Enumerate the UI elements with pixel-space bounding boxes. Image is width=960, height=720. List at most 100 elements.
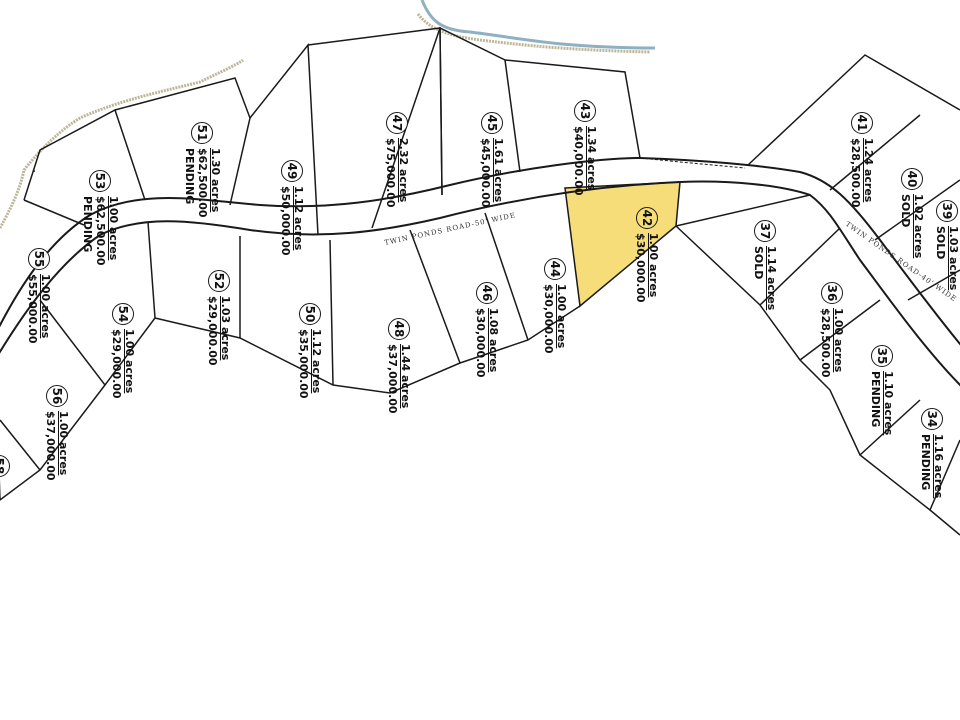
lot-40-line1: 1.02 acres: [912, 194, 925, 259]
lot-42-number: 42: [636, 207, 658, 229]
lot-46-line1: 1.08 acres: [487, 308, 500, 373]
lot-58-label[interactable]: 58: [0, 455, 10, 481]
lot-56-label[interactable]: 56 1.00 acres$37,000.00: [44, 385, 70, 481]
lot-45-line2: $45,000.00: [479, 138, 492, 208]
lot-45-details: 1.61 acres$45,000.00: [479, 138, 505, 208]
lot-39-number: 39: [936, 200, 958, 222]
lot-51-line1: 1.30 acres: [209, 148, 222, 213]
lot-36-details: 1.00 acres$28,500.00: [819, 308, 845, 378]
lot-48-details: 1.44 acres$37,000.00: [386, 344, 412, 414]
lot-47-label[interactable]: 47 2.32 acres$75,000.00: [384, 112, 410, 208]
lot-44-label[interactable]: 44 1.00 acres$30,000.00: [542, 258, 568, 354]
lot-53-line2: $62,500.00: [94, 196, 107, 266]
lot-58-number: 58: [0, 455, 10, 477]
lot-43-line1: 1.34 acres: [585, 126, 598, 191]
road-label-left: TWIN PONDS ROAD-50' WIDE: [384, 211, 517, 247]
lot-52-number: 52: [208, 270, 230, 292]
pond-shoreline: [420, 0, 656, 50]
lot-45-number: 45: [481, 112, 503, 134]
lot-44-line2: $30,000.00: [542, 284, 555, 354]
lot-45-line1: 1.61 acres: [492, 138, 505, 203]
lot-41-details: 1.24 acres$28,500.00: [849, 138, 875, 208]
lot-36-line2: $28,500.00: [819, 308, 832, 378]
lot-35-line2: PENDING: [869, 371, 882, 428]
lot-40-number: 40: [901, 168, 923, 190]
lot-55-label[interactable]: 55 1.00 acres$55,000.00: [26, 248, 52, 344]
lot-45-label[interactable]: 45 1.61 acres$45,000.00: [479, 112, 505, 208]
lot-47-line2: $75,000.00: [384, 138, 397, 208]
lot-51-number: 51: [191, 122, 214, 144]
lot-34-line1: 1.16 acres: [932, 434, 945, 499]
lot-47-details: 2.32 acres$75,000.00: [384, 138, 410, 208]
lot-53-number: 53: [89, 170, 112, 192]
lot-35-number: 35: [871, 345, 893, 367]
lot-52-line2: $29,000.00: [206, 296, 219, 366]
lot-47-number: 47: [386, 112, 408, 134]
lot-49-line1: 1.12 acres: [292, 186, 305, 251]
lot-53-line1: 1.00 acres: [107, 196, 120, 261]
lot-50-line1: 1.12 acres: [310, 329, 323, 394]
lot-51-line2: $62,500.00: [196, 148, 209, 218]
lot-36-number: 36: [821, 282, 843, 304]
road-edge-lower: [0, 180, 960, 387]
lot-43-details: 1.34 acres$40,000.00: [572, 126, 598, 196]
lot-37-line1: 1.14 acres: [765, 246, 778, 311]
lot-48-line2: $37,000.00: [386, 344, 399, 414]
lot-41-number: 41: [851, 112, 873, 134]
lot-50-number: 50: [299, 303, 321, 325]
lot-41-line1: 1.24 acres: [862, 138, 875, 203]
lot-50-label[interactable]: 50 1.12 acres$35,000.00: [297, 303, 323, 399]
lot-55-number: 55: [28, 248, 50, 270]
lot-56-line2: $37,000.00: [44, 411, 57, 481]
shore-edge-top: [416, 13, 651, 54]
lot-50-line2: $35,000.00: [297, 329, 310, 399]
lot-50-details: 1.12 acres$35,000.00: [297, 329, 323, 399]
lot-40-line2: SOLD: [899, 194, 912, 228]
lot-43-line2: $40,000.00: [572, 126, 585, 196]
lot-49-number: 49: [281, 160, 303, 182]
lot-44-number: 44: [544, 258, 566, 280]
lot-44-line1: 1.00 acres: [555, 284, 568, 349]
lot-56-number: 56: [46, 385, 68, 407]
lot-37-line2: SOLD: [752, 246, 765, 280]
lot-44-details: 1.00 acres$30,000.00: [542, 284, 568, 354]
lot-54-details: 1.00 acres$29,000.00: [110, 329, 136, 399]
lot-42-highlight[interactable]: [564, 181, 681, 308]
lot-36-label[interactable]: 36 1.00 acres$28,500.00: [819, 282, 845, 378]
lot-42-line1: 1.00 acres: [647, 233, 660, 298]
lot-56-line1: 1.00 acres: [57, 411, 70, 476]
lot-55-line2: $55,000.00: [26, 274, 39, 344]
lot-46-line2: $30,000.00: [474, 308, 487, 378]
lot-47-line1: 2.32 acres: [397, 138, 410, 203]
lot-35-line1: 1.10 acres: [882, 371, 895, 436]
lot-49-label[interactable]: 49 1.12 acres$50,000.00: [279, 160, 305, 256]
lot-49-line2: $50,000.00: [279, 186, 292, 256]
lot-55-line1: 1.00 acres: [39, 274, 52, 339]
dashed-boundary: [639, 157, 746, 169]
lot-41-label[interactable]: 41 1.24 acres$28,500.00: [849, 112, 875, 208]
lot-39-line2: SOLD: [934, 226, 947, 260]
lot-34-line2: PENDING: [919, 434, 932, 491]
lot-51-line3: PENDING: [183, 148, 196, 205]
lot-41-line2: $28,500.00: [849, 138, 862, 208]
lot-53-line3: PENDING: [81, 196, 94, 253]
